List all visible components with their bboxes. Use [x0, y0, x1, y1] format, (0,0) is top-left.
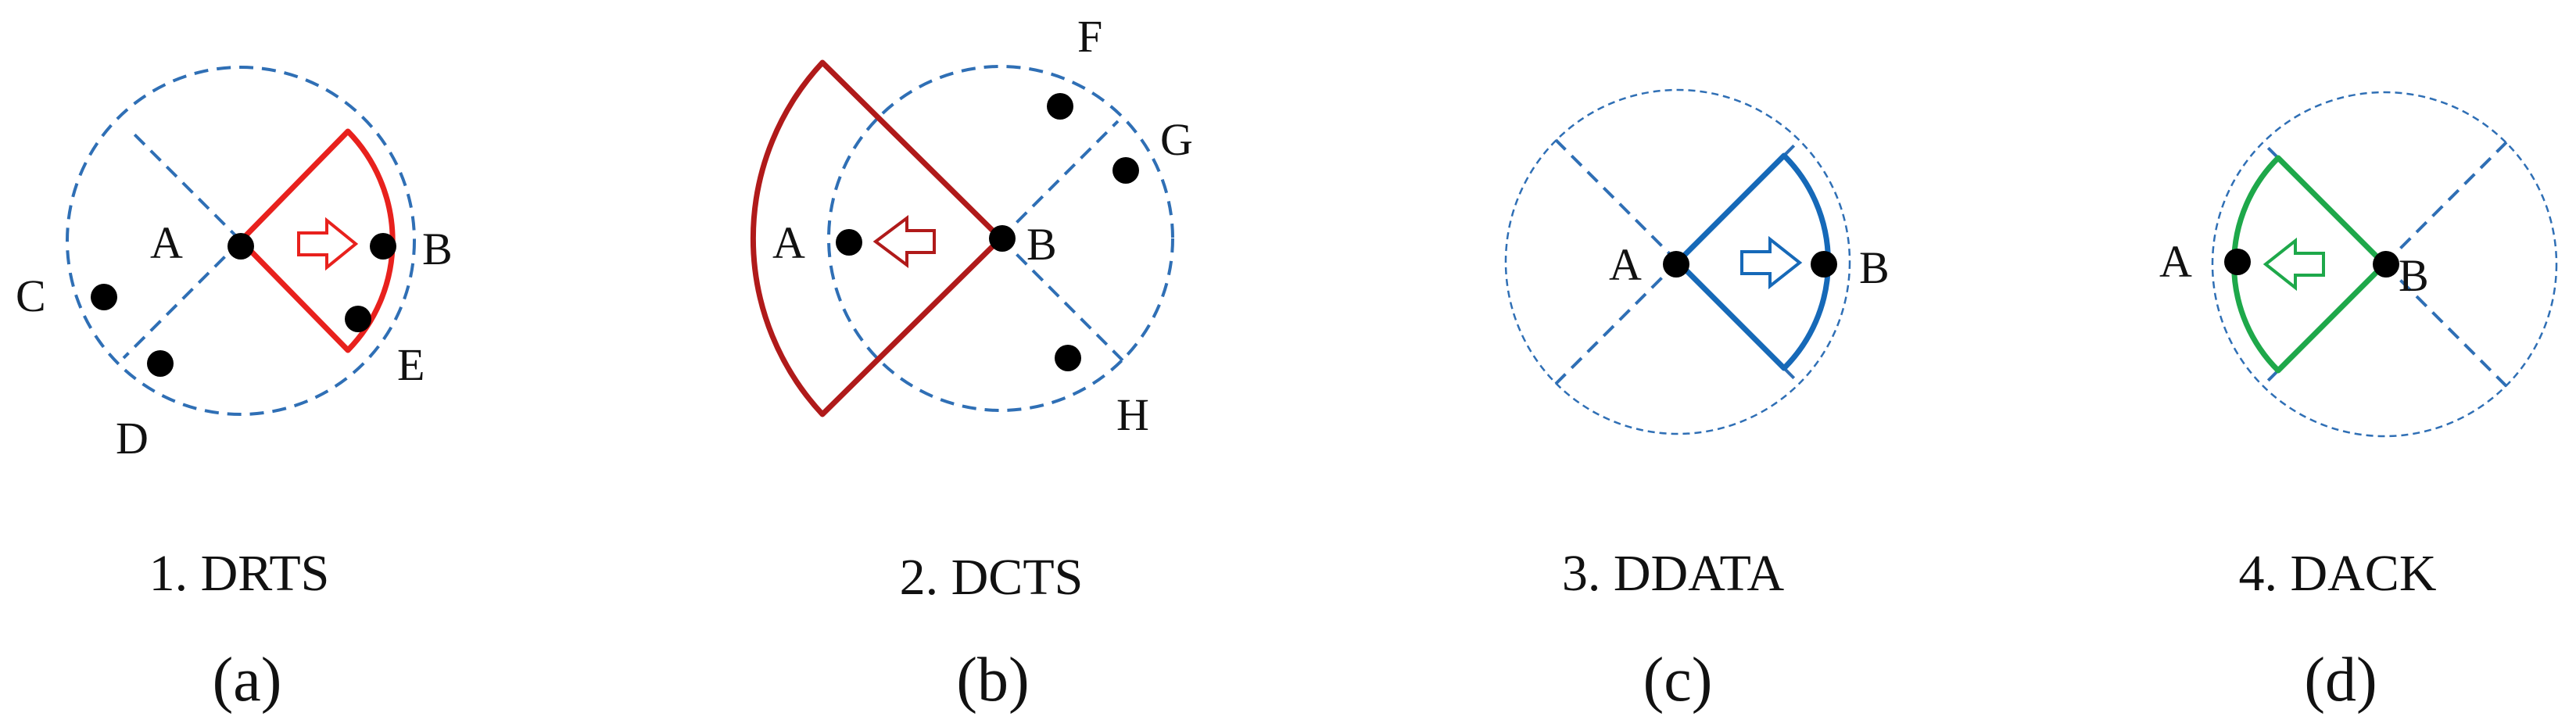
panel-c: A B 3. DDATA (c) — [1504, 88, 1890, 714]
sector-boundary-d-lower — [2383, 263, 2508, 388]
sector-boundary-d-upper-outer — [2261, 141, 2280, 159]
step-label: 2. DCTS — [900, 549, 1084, 606]
sub-label: (c) — [1643, 646, 1713, 714]
sub-label: (b) — [956, 646, 1029, 714]
node-label: A — [150, 217, 183, 268]
node-d — [147, 350, 174, 377]
direction-arrow-left-icon — [872, 215, 936, 268]
sector-boundary-c-upper-outer — [1782, 138, 1801, 157]
range-circle-a — [66, 66, 416, 416]
node-b — [1811, 251, 1837, 278]
node-c — [91, 284, 117, 310]
panel-b: A B F G H 2. DCTS (b) — [750, 11, 1193, 714]
dack-sector — [2231, 155, 2388, 374]
sector-boundary-c-upper — [1554, 138, 1679, 263]
direction-arrow-right-icon — [297, 217, 359, 271]
range-circle-c — [1504, 88, 1851, 435]
node-label: B — [2399, 250, 2429, 301]
node-a — [836, 229, 862, 256]
step-label: 3. DDATA — [1562, 545, 1785, 602]
step-label: 1. DRTS — [149, 545, 330, 602]
dcts-sector — [750, 59, 1004, 417]
node-label: A — [772, 217, 805, 268]
node-label: C — [16, 270, 46, 321]
node-e — [345, 306, 371, 332]
ddata-sector — [1675, 152, 1831, 371]
node-b — [2373, 251, 2399, 278]
node-label: A — [2159, 236, 2192, 287]
node-a — [1663, 251, 1689, 278]
node-label: E — [397, 339, 425, 390]
sector-boundary-c-lower — [1554, 260, 1679, 385]
node-b — [370, 233, 396, 260]
node-label: B — [1859, 242, 1890, 293]
panel-a: A B C D E 1. DRTS (a) — [16, 66, 453, 714]
panel-d: A B 4. DACK (d) — [2159, 91, 2558, 714]
sector-boundary-b-lower — [999, 237, 1124, 362]
sub-label: (d) — [2304, 646, 2377, 714]
node-label: A — [1609, 239, 1642, 290]
node-b — [989, 225, 1016, 252]
node-f — [1047, 93, 1073, 120]
node-label: B — [422, 224, 453, 274]
node-g — [1112, 157, 1139, 184]
node-label: B — [1026, 219, 1057, 270]
direction-arrow-left-icon — [2263, 237, 2325, 292]
node-label: G — [1160, 114, 1193, 165]
node-label: D — [116, 413, 149, 464]
sector-boundary-c-lower-outer — [1782, 367, 1801, 385]
node-a — [2224, 249, 2251, 275]
node-label: F — [1077, 11, 1102, 62]
sector-boundary-d-lower-outer — [2261, 369, 2280, 388]
sector-boundary-b-upper — [999, 120, 1120, 240]
node-a — [228, 233, 254, 260]
range-circle-b — [827, 65, 1174, 412]
direction-arrow-right-icon — [1740, 235, 1803, 290]
sub-label: (a) — [213, 646, 282, 714]
node-label: H — [1116, 389, 1149, 440]
sector-boundary-a-lower — [122, 239, 242, 360]
step-label: 4. DACK — [2238, 545, 2436, 602]
range-circle-d — [2211, 91, 2558, 438]
sector-boundary-a-upper — [131, 131, 242, 242]
node-h — [1055, 345, 1081, 371]
sector-boundary-d-upper — [2383, 141, 2508, 266]
